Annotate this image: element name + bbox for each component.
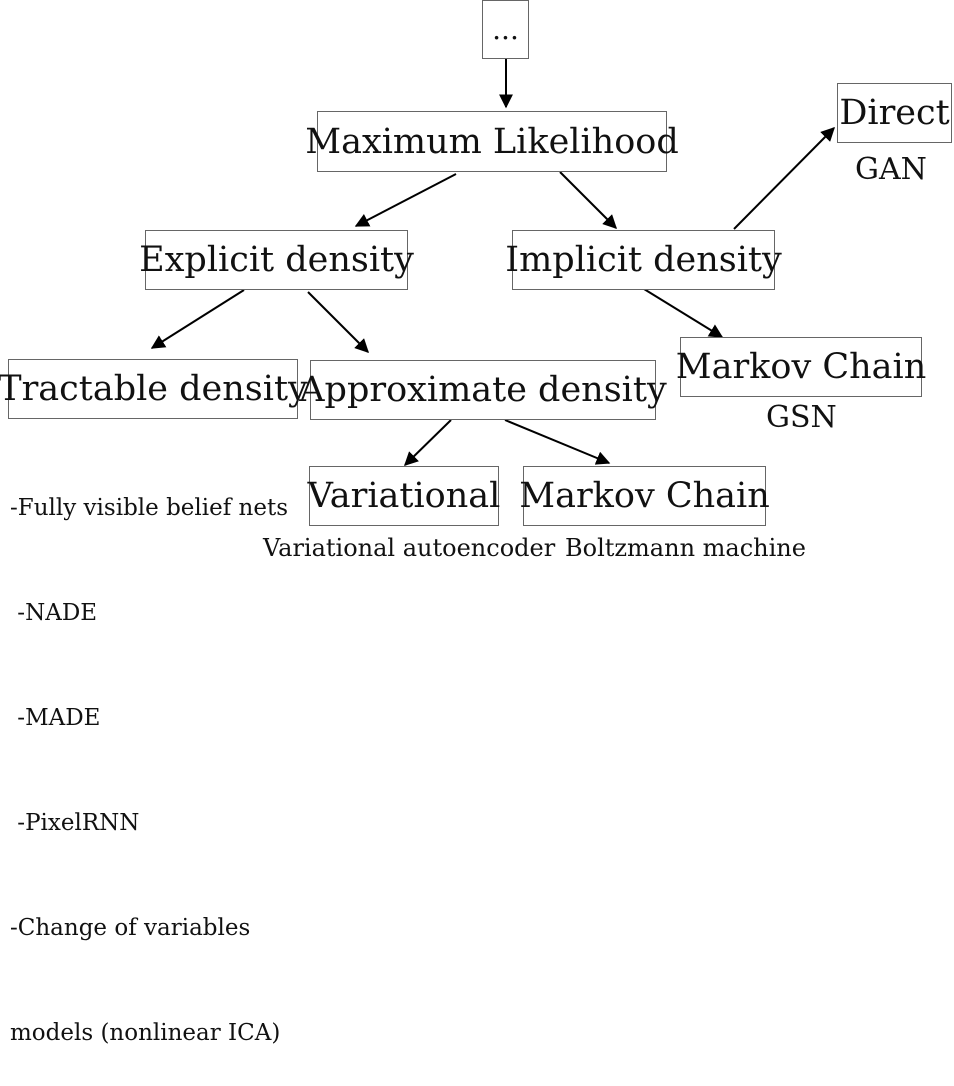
label-gsn: GSN — [766, 400, 837, 435]
label-gan: GAN — [855, 152, 927, 187]
edge-ml-explicit — [354, 173, 457, 227]
list-item: -Fully visible belief nets — [10, 495, 289, 521]
edge-implicit-markov — [643, 288, 724, 338]
edges-layer — [150, 58, 835, 466]
label-boltzmann-machine: Boltzmann machine — [565, 534, 806, 562]
node-explicit-density: Explicit density — [139, 230, 414, 290]
label-variational-autoencoder: Variational autoencoder — [263, 534, 556, 562]
list-item: -PixelRNN — [10, 810, 140, 836]
edge-implicit-direct — [733, 127, 835, 230]
node-root: ... — [482, 0, 529, 59]
list-item: -NADE — [10, 600, 98, 626]
node-approximate-density: Approximate density — [299, 360, 667, 420]
edge-approx-variational — [403, 419, 452, 466]
node-markov-chain-approx: Markov Chain — [519, 466, 770, 526]
list-item: models (nonlinear ICA) — [10, 1020, 281, 1046]
node-variational: Variational — [308, 466, 500, 526]
tractable-model-list: -Fully visible belief nets -NADE -MADE -… — [10, 421, 288, 1086]
edge-ml-implicit — [559, 171, 617, 229]
list-item: -Change of variables — [10, 915, 251, 941]
edge-approx-markov — [504, 419, 611, 465]
node-markov-chain-implicit: Markov Chain — [676, 337, 926, 397]
node-implicit-density: Implicit density — [505, 230, 782, 290]
list-item: -MADE — [10, 705, 101, 731]
node-direct: Direct — [837, 83, 952, 143]
node-tractable-density: Tractable density — [0, 359, 308, 419]
node-maximum-likelihood: Maximum Likelihood — [305, 111, 679, 172]
edge-explicit-approximate — [307, 291, 369, 353]
edge-explicit-tractable — [150, 289, 245, 349]
